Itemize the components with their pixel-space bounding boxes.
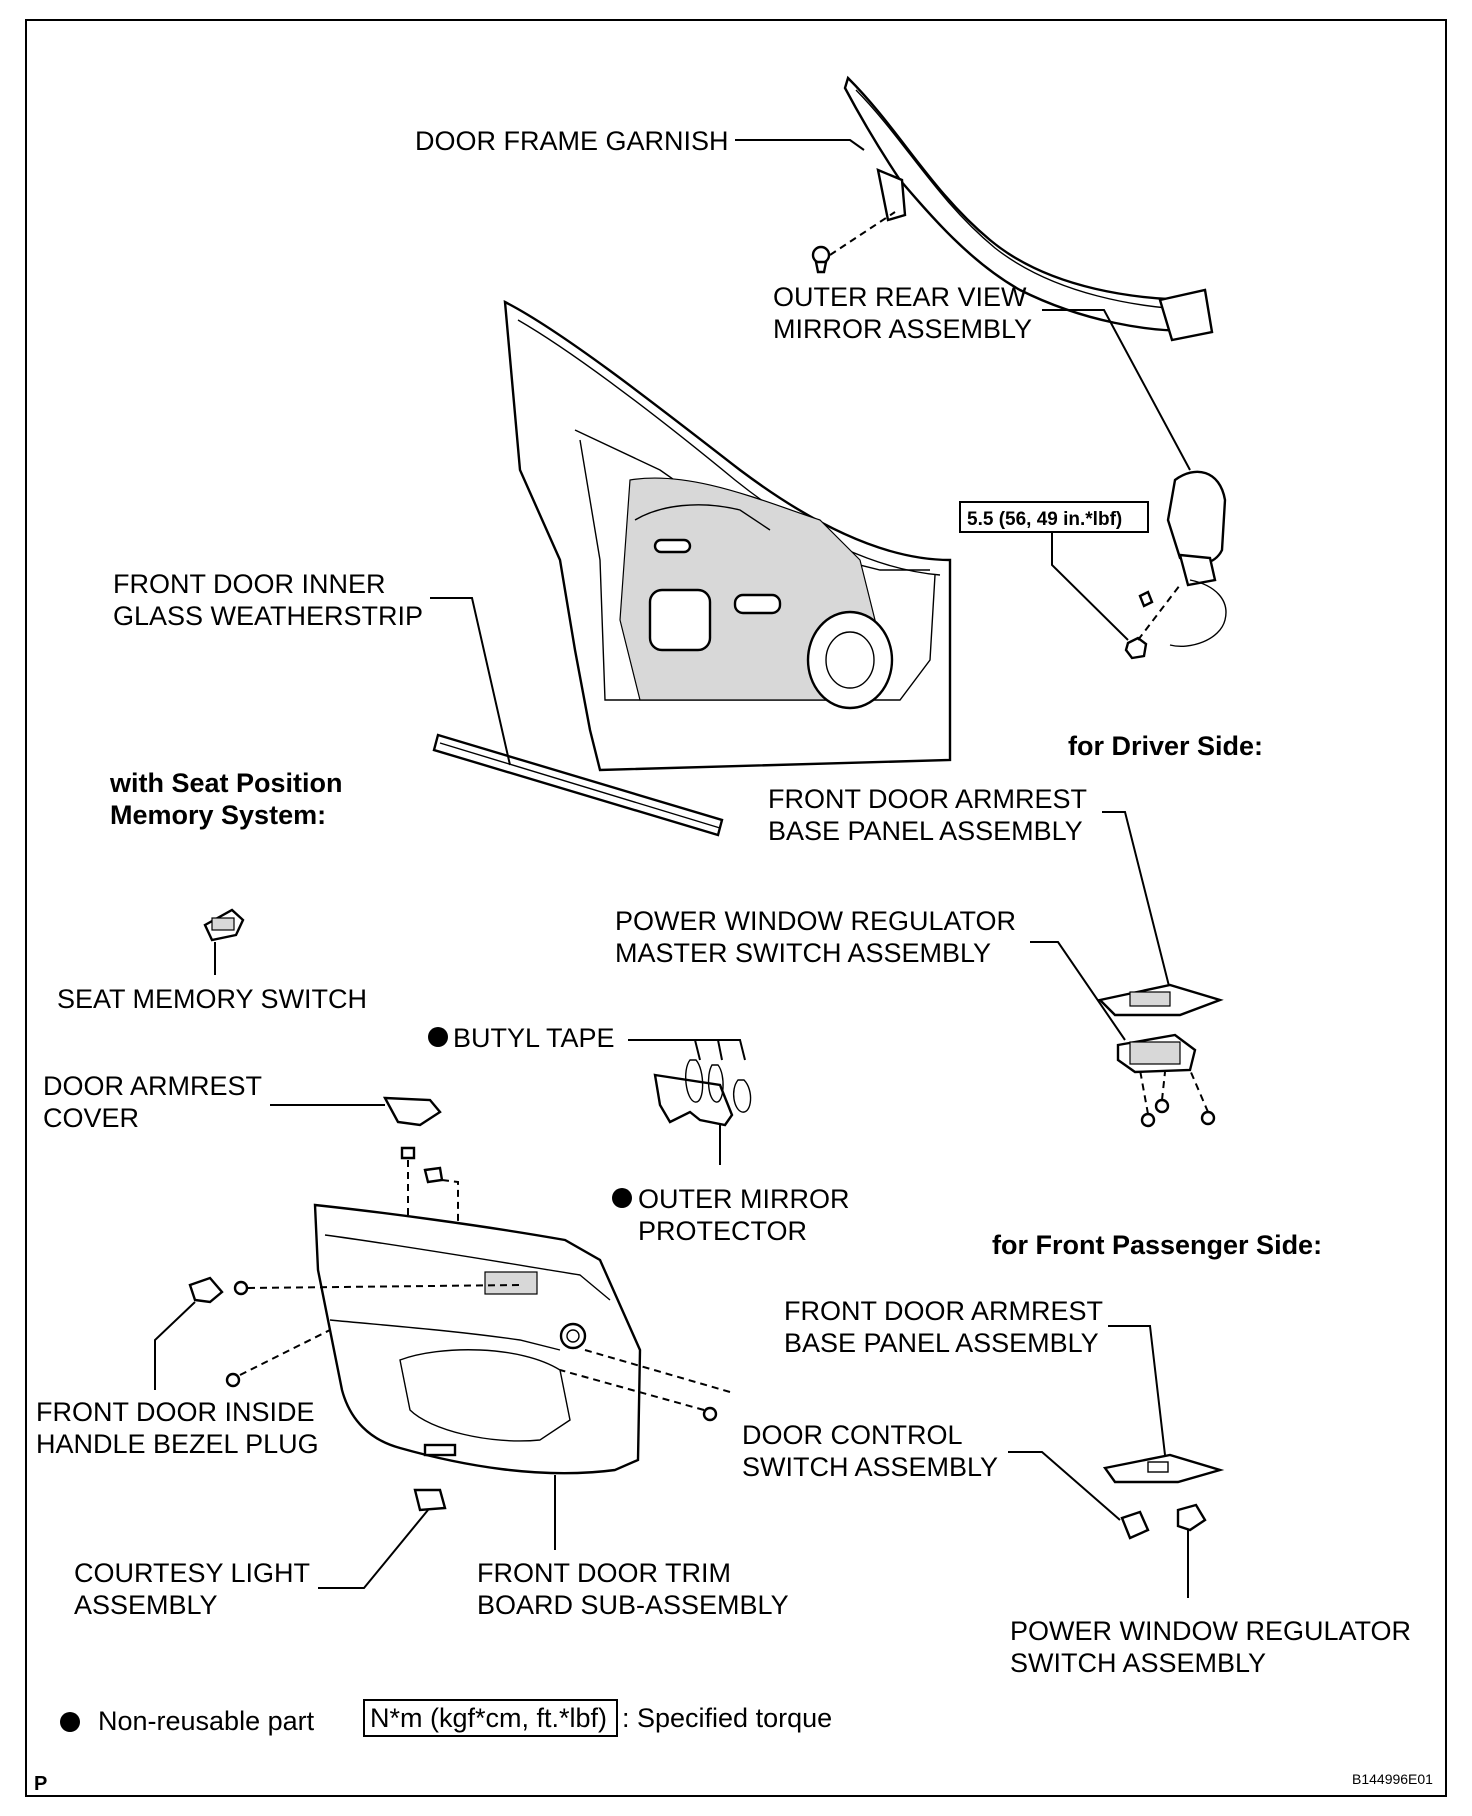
armrest-base-panel-driver-part bbox=[1097, 983, 1224, 1017]
front-door-shell bbox=[503, 299, 952, 772]
label-courtesy-light-1: COURTESY LIGHT bbox=[74, 1558, 310, 1588]
diagram-border bbox=[25, 19, 1447, 1797]
label-door-control-switch-2: SWITCH ASSEMBLY bbox=[742, 1452, 998, 1482]
label-handle-bezel-plug-2: HANDLE BEZEL PLUG bbox=[36, 1429, 319, 1459]
front-door-trim-board-part bbox=[313, 1203, 642, 1475]
legend-torque-box bbox=[363, 1699, 618, 1737]
label-door-control-switch-1: DOOR CONTROL bbox=[742, 1420, 963, 1450]
heading-driver-side: for Driver Side: bbox=[1068, 731, 1263, 761]
handle-bezel-plug-part bbox=[188, 1276, 224, 1304]
non-reusable-dot-protector bbox=[612, 1188, 632, 1208]
label-master-switch-1: POWER WINDOW REGULATOR bbox=[615, 906, 1016, 936]
legend-non-reusable-dot bbox=[60, 1712, 80, 1732]
label-armrest-cover-2: COVER bbox=[43, 1103, 139, 1133]
label-master-switch-2: MASTER SWITCH ASSEMBLY bbox=[615, 938, 991, 968]
legend-torque-description: : Specified torque bbox=[622, 1703, 832, 1733]
label-butyl-tape: BUTYL TAPE bbox=[453, 1023, 615, 1053]
door-frame-garnish-part bbox=[843, 75, 1214, 342]
outer-mirror-protector-part bbox=[653, 1059, 752, 1127]
non-reusable-dot-butyl bbox=[428, 1027, 448, 1047]
master-switch-screws bbox=[1140, 1098, 1216, 1128]
label-armrest-base-pass-2: BASE PANEL ASSEMBLY bbox=[784, 1328, 1099, 1358]
door-control-switch-pass-part bbox=[1120, 1510, 1150, 1540]
garnish-clip bbox=[811, 245, 831, 274]
legend-torque-units: N*m (kgf*cm, ft.*lbf) bbox=[370, 1703, 607, 1733]
label-seat-memory-switch: SEAT MEMORY SWITCH bbox=[57, 984, 367, 1014]
torque-spec-value: 5.5 (56, 49 in.*lbf) bbox=[967, 509, 1122, 530]
heading-passenger-side: for Front Passenger Side: bbox=[992, 1230, 1322, 1260]
label-inner-weatherstrip-2: GLASS WEATHERSTRIP bbox=[113, 601, 423, 631]
label-outer-mirror-1: OUTER REAR VIEW bbox=[773, 282, 1027, 312]
label-trim-board-1: FRONT DOOR TRIM bbox=[477, 1558, 731, 1588]
legend-non-reusable-text: Non-reusable part bbox=[98, 1706, 315, 1736]
heading-seat-memory-1: with Seat Position bbox=[109, 768, 343, 798]
label-outer-mirror-protector-1: OUTER MIRROR bbox=[638, 1184, 850, 1214]
torque-box bbox=[959, 501, 1149, 533]
trim-board-clips bbox=[225, 1280, 718, 1422]
power-window-regulator-switch-part bbox=[1176, 1503, 1207, 1532]
label-trim-board-2: BOARD SUB-ASSEMBLY bbox=[477, 1590, 789, 1620]
courtesy-light-part bbox=[413, 1488, 447, 1512]
label-armrest-base-driver-2: BASE PANEL ASSEMBLY bbox=[768, 816, 1083, 846]
label-outer-mirror-protector-2: PROTECTOR bbox=[638, 1216, 807, 1246]
outer-mirror-part bbox=[1166, 470, 1227, 647]
label-regulator-switch-2: SWITCH ASSEMBLY bbox=[1010, 1648, 1266, 1678]
door-armrest-cover-part bbox=[382, 1096, 442, 1127]
label-inner-weatherstrip-1: FRONT DOOR INNER bbox=[113, 569, 386, 599]
corner-letter: P bbox=[34, 1773, 47, 1795]
label-armrest-base-driver-1: FRONT DOOR ARMREST bbox=[768, 784, 1087, 814]
label-outer-mirror-2: MIRROR ASSEMBLY bbox=[773, 314, 1032, 344]
figure-id: B144996E01 bbox=[1352, 1771, 1433, 1787]
label-armrest-base-pass-1: FRONT DOOR ARMREST bbox=[784, 1296, 1103, 1326]
label-armrest-cover-1: DOOR ARMREST bbox=[43, 1071, 262, 1101]
mirror-nut bbox=[1124, 590, 1154, 660]
trim-board-screws-top bbox=[400, 1146, 444, 1184]
label-door-frame-garnish: DOOR FRAME GARNISH bbox=[415, 126, 729, 156]
label-handle-bezel-plug-1: FRONT DOOR INSIDE bbox=[36, 1397, 315, 1427]
inner-glass-weatherstrip-part bbox=[432, 733, 724, 837]
master-switch-part bbox=[1116, 1033, 1197, 1074]
seat-memory-switch-part bbox=[203, 908, 245, 942]
label-regulator-switch-1: POWER WINDOW REGULATOR bbox=[1010, 1616, 1411, 1646]
armrest-base-panel-pass-part bbox=[1102, 1453, 1225, 1484]
heading-seat-memory-2: Memory System: bbox=[110, 800, 326, 830]
label-courtesy-light-2: ASSEMBLY bbox=[74, 1590, 218, 1620]
